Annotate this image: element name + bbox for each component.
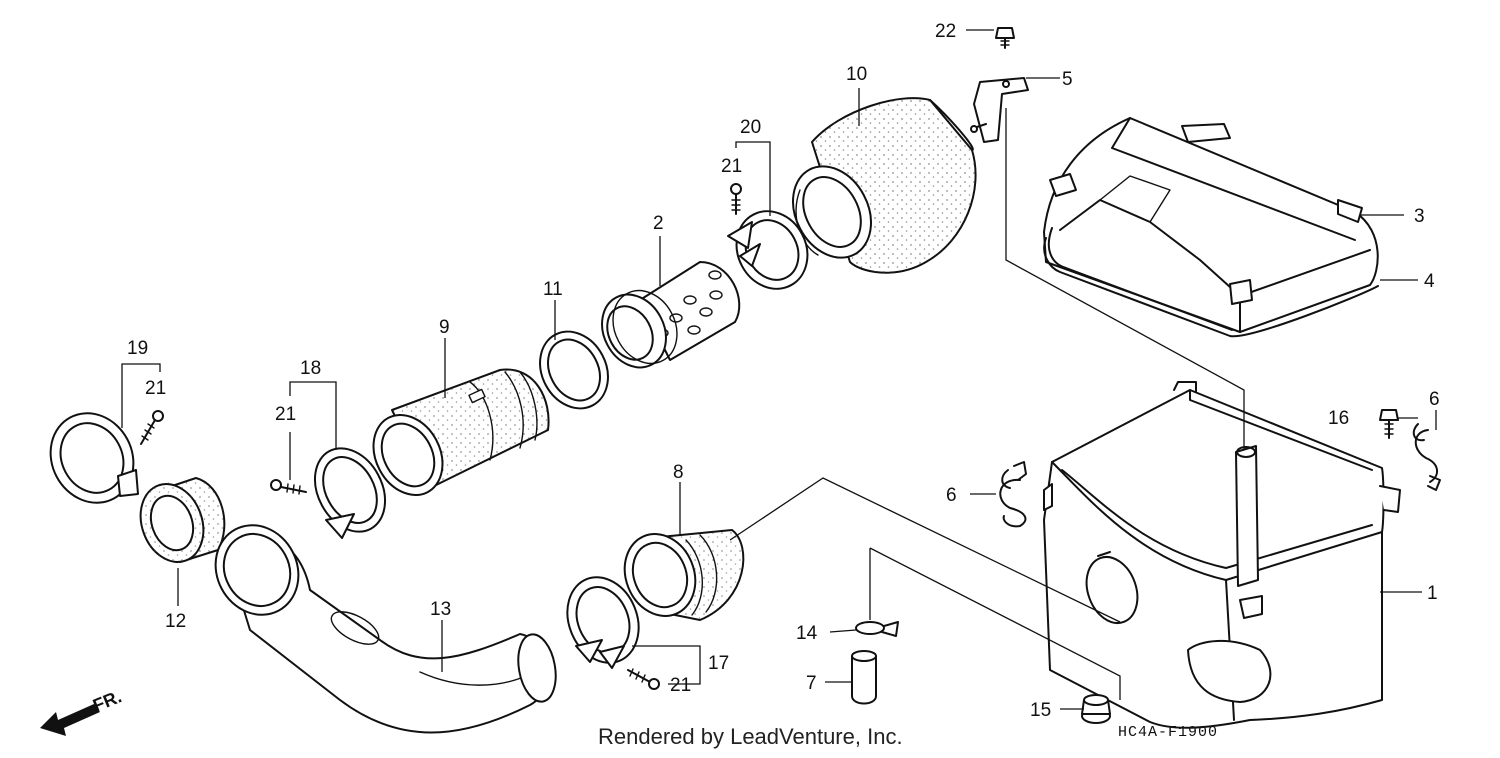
callout-10: 10: [846, 64, 867, 85]
callout-2: 2: [653, 213, 664, 234]
screw-upper: [730, 183, 742, 215]
callout-9: 9: [439, 317, 450, 338]
connecting-tube-cage: [601, 261, 741, 369]
direction-label: FR.: [90, 686, 124, 715]
air-cleaner-case: [1043, 381, 1401, 729]
air-cleaner-cover: [1043, 117, 1379, 333]
callout-19: 19: [127, 338, 148, 359]
bolt-case: [1379, 409, 1399, 439]
callout-21-upper: 21: [721, 156, 742, 177]
drain-tube: [851, 650, 877, 705]
callout-6-left: 6: [946, 485, 957, 506]
diagram-code: HC4A-F1900: [1118, 724, 1219, 741]
callout-labels: 10 22 5 3 4 20 21 2 11 9 18 21 19 21 16 …: [127, 21, 1440, 721]
screw-lower: [627, 668, 660, 690]
hose-clip: [855, 621, 899, 637]
callout-4: 4: [1424, 271, 1435, 292]
callout-8: 8: [673, 462, 684, 483]
intake-tube: [214, 524, 557, 734]
callout-18: 18: [300, 358, 321, 379]
callout-12: 12: [165, 611, 186, 632]
rubber-joint: [139, 477, 226, 564]
cover-seal: [1043, 227, 1379, 338]
callout-7: 7: [806, 673, 817, 694]
callout-15: 15: [1030, 700, 1051, 721]
callout-16: 16: [1328, 408, 1349, 429]
callout-22: 22: [935, 21, 956, 42]
callout-3: 3: [1414, 206, 1425, 227]
callout-17: 17: [708, 653, 729, 674]
callout-21-lower: 21: [670, 675, 691, 696]
callout-1: 1: [1427, 583, 1438, 604]
bracket: [970, 77, 1029, 143]
clip-left: [999, 461, 1027, 528]
band-clamp-upper: [727, 210, 809, 290]
credit-text: Rendered by LeadVenture, Inc.: [598, 724, 903, 749]
screw-left: [140, 410, 164, 445]
front-direction-arrow: FR.: [40, 686, 124, 736]
callout-5: 5: [1062, 69, 1073, 90]
band-clamp-lower: [566, 576, 640, 669]
callout-20: 20: [740, 117, 761, 138]
clip-right: [1412, 423, 1441, 491]
grommet: [1081, 694, 1111, 724]
band-clamp-left: [49, 412, 139, 504]
callout-11: 11: [543, 279, 563, 300]
callout-13: 13: [430, 599, 451, 620]
air-filter-element: [792, 97, 977, 274]
callout-6-right: 6: [1429, 389, 1440, 410]
bolt-top: [995, 27, 1015, 49]
outlet-boot: [623, 529, 745, 621]
callout-21-left: 21: [145, 378, 166, 399]
intake-duct-boot: [372, 368, 550, 497]
callout-21-middle: 21: [275, 404, 296, 425]
callout-14: 14: [796, 623, 818, 644]
band-clamp-middle: [313, 447, 387, 539]
screw-middle: [270, 479, 307, 495]
leader-lines: [121, 29, 1437, 710]
